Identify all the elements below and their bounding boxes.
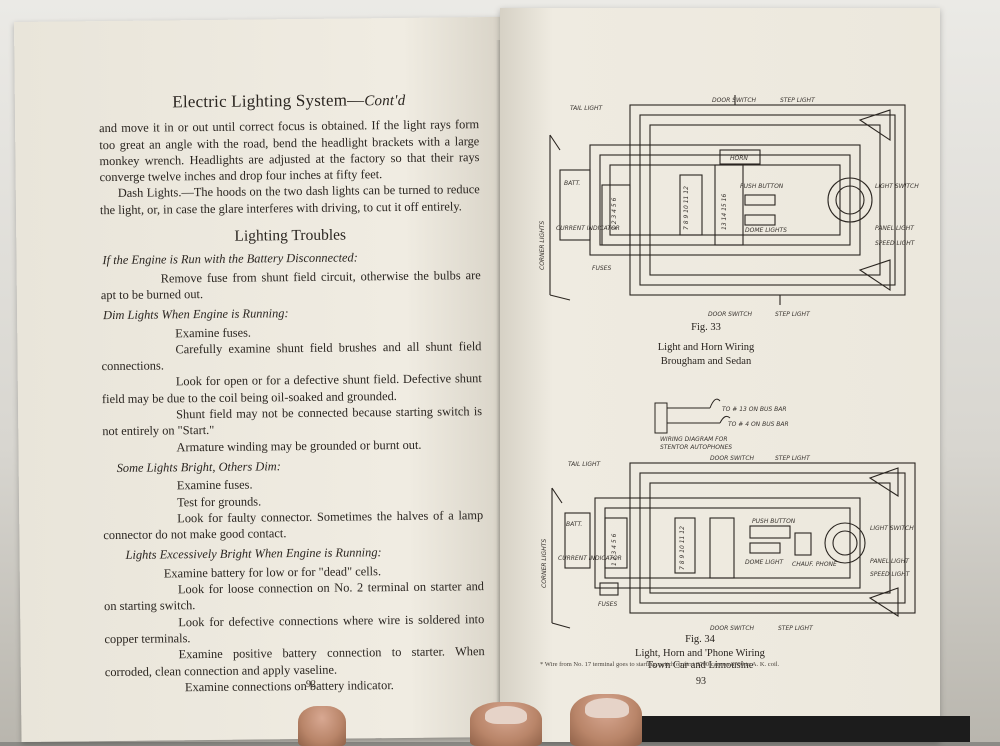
footnote: * Wire from No. 17 terminal goes to star… xyxy=(540,661,780,668)
svg-text:TO # 13 ON BUS BAR: TO # 13 ON BUS BAR xyxy=(722,406,787,413)
svg-text:SPEED LIGHT: SPEED LIGHT xyxy=(875,240,916,247)
left-page: Electric Lighting System—Cont'd and move… xyxy=(14,16,508,742)
svg-text:DOME LIGHTS: DOME LIGHTS xyxy=(745,227,787,234)
svg-text:HORN: HORN xyxy=(730,155,748,162)
thumbnail xyxy=(585,698,629,718)
autophone-mini-diagram: TO # 13 ON BUS BAR TO # 4 ON BUS BAR WIR… xyxy=(654,398,789,451)
list-item: Armature winding may be grounded or burn… xyxy=(176,437,422,454)
svg-text:7 8 9 10 11 12: 7 8 9 10 11 12 xyxy=(683,186,690,230)
section-text: Remove fuse from shunt field circuit, ot… xyxy=(100,267,481,303)
figure-caption: Town Car and Limousine xyxy=(646,660,754,671)
svg-text:LIGHT SWITCH: LIGHT SWITCH xyxy=(870,525,914,532)
wiring-diagram-fig34: DOOR SWITCH STEP LIGHT TAIL LIGHT BATT. … xyxy=(541,455,916,632)
list-item: Carefully examine shunt field brushes an… xyxy=(101,338,482,374)
svg-text:FUSES: FUSES xyxy=(592,265,611,272)
svg-text:PUSH BUTTON: PUSH BUTTON xyxy=(740,183,784,190)
svg-text:1 2 3 4 5 6: 1 2 3 4 5 6 xyxy=(611,533,618,566)
list-item: Look for faulty connector. Sometimes the… xyxy=(103,507,484,543)
svg-text:FUSES: FUSES xyxy=(598,601,617,608)
section-heading: Lights Excessively Bright When Engine is… xyxy=(125,545,382,563)
dark-sleeve xyxy=(640,716,970,742)
svg-text:STENTOR AUTOPHONES: STENTOR AUTOPHONES xyxy=(660,444,732,451)
list-item: Look for defective connections where wir… xyxy=(104,611,485,646)
intro-paragraph: and move it in or out until correct focu… xyxy=(99,117,480,185)
troubles-heading: Lighting Troubles xyxy=(234,226,347,245)
section-heading: Some Lights Bright, Others Dim: xyxy=(116,459,281,475)
svg-text:PANEL LIGHT: PANEL LIGHT xyxy=(870,558,910,565)
svg-text:STEP LIGHT: STEP LIGHT xyxy=(775,455,811,462)
svg-text:DOOR SWITCH: DOOR SWITCH xyxy=(710,625,755,632)
svg-text:DOME LIGHT: DOME LIGHT xyxy=(745,559,784,566)
dash-lights-paragraph: Dash Lights.—The hoods on the two dash l… xyxy=(99,182,480,217)
right-page: DOOR SWITCH STEP LIGHT TAIL LIGHT BATT. … xyxy=(500,8,940,742)
svg-text:CORNER LIGHTS: CORNER LIGHTS xyxy=(539,221,546,270)
svg-text:PUSH BUTTON: PUSH BUTTON xyxy=(752,518,796,525)
svg-text:1 2 3 4 5 6: 1 2 3 4 5 6 xyxy=(611,197,618,230)
page-number: 92 xyxy=(305,678,317,690)
svg-text:BATT.: BATT. xyxy=(564,180,580,187)
list-item: Examine positive battery connection to s… xyxy=(104,644,485,679)
figure-caption: Light, Horn and 'Phone Wiring xyxy=(635,648,765,659)
svg-text:PANEL LIGHT: PANEL LIGHT xyxy=(875,225,915,232)
list-item: Look for open or for a defective shunt f… xyxy=(101,371,482,406)
wiring-diagram-fig33: DOOR SWITCH STEP LIGHT TAIL LIGHT BATT. … xyxy=(539,95,919,318)
svg-text:BATT.: BATT. xyxy=(566,521,582,528)
svg-text:7 8 9 10 11 12: 7 8 9 10 11 12 xyxy=(679,526,686,570)
svg-text:TAIL LIGHT: TAIL LIGHT xyxy=(568,461,602,468)
svg-text:DOOR SWITCH: DOOR SWITCH xyxy=(712,97,757,104)
section-heading: If the Engine is Run with the Battery Di… xyxy=(102,250,358,268)
figure-caption: Light and Horn Wiring xyxy=(657,342,755,353)
thumbnail xyxy=(485,706,527,724)
svg-text:13 14 15 16: 13 14 15 16 xyxy=(721,194,728,230)
svg-text:STEP LIGHT: STEP LIGHT xyxy=(780,97,816,104)
list-item: Look for loose connection on No. 2 termi… xyxy=(104,579,485,614)
left-page-content: Electric Lighting System—Cont'd and move… xyxy=(99,90,485,696)
page-number: 93 xyxy=(696,676,706,687)
finger xyxy=(298,706,346,746)
svg-text:DOOR SWITCH: DOOR SWITCH xyxy=(710,455,755,462)
svg-text:CURRENT INDICATOR: CURRENT INDICATOR xyxy=(556,225,620,232)
svg-text:TO # 4 ON BUS BAR: TO # 4 ON BUS BAR xyxy=(728,421,789,428)
page-title: Electric Lighting System—Cont'd xyxy=(172,90,406,112)
figure-label: Fig. 33 xyxy=(691,322,721,333)
svg-text:SPEED LIGHT: SPEED LIGHT xyxy=(870,571,911,578)
figure-label: Fig. 34 xyxy=(685,634,715,645)
svg-text:STEP LIGHT: STEP LIGHT xyxy=(775,311,811,318)
svg-text:LIGHT SWITCH: LIGHT SWITCH xyxy=(875,183,919,190)
section-heading: Dim Lights When Engine is Running: xyxy=(103,306,289,323)
svg-text:CORNER LIGHTS: CORNER LIGHTS xyxy=(541,539,548,588)
svg-text:WIRING DIAGRAM FOR: WIRING DIAGRAM FOR xyxy=(660,436,728,443)
svg-text:CURRENT INDICATOR: CURRENT INDICATOR xyxy=(558,555,622,562)
svg-text:TAIL LIGHT: TAIL LIGHT xyxy=(570,105,604,112)
svg-text:STEP LIGHT: STEP LIGHT xyxy=(778,625,814,632)
svg-text:CHAUF. PHONE: CHAUF. PHONE xyxy=(792,561,837,568)
list-item: Examine connections on battery indicator… xyxy=(184,677,394,695)
list-item: Shunt field may not be connected because… xyxy=(102,404,483,439)
svg-text:DOOR SWITCH: DOOR SWITCH xyxy=(708,311,753,318)
figure-caption: Brougham and Sedan xyxy=(660,356,752,367)
